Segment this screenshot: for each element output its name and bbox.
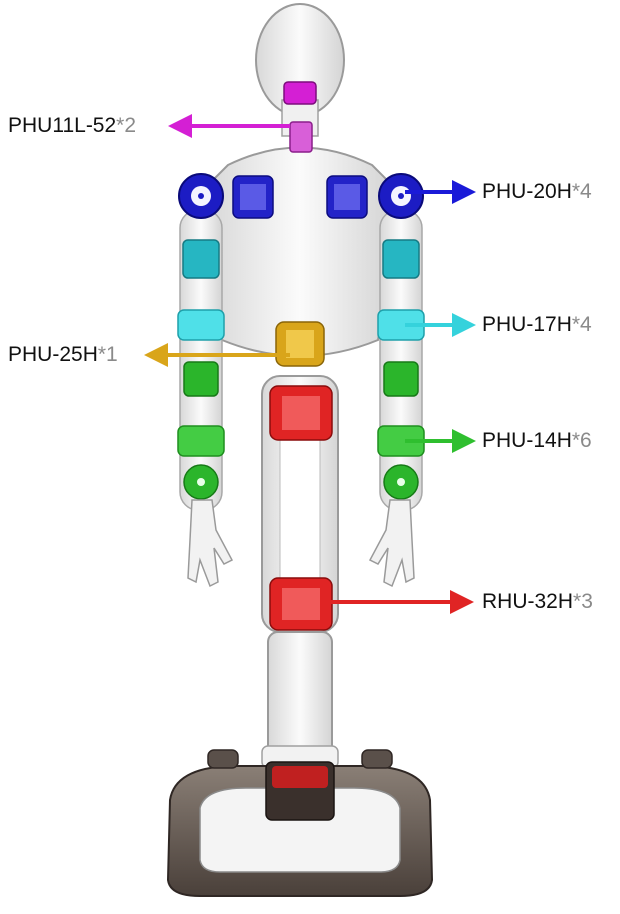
robot-left-arm	[177, 173, 234, 588]
robot-torso	[206, 146, 394, 357]
robot-right-arm	[368, 173, 425, 588]
arrow-elbow	[405, 429, 476, 453]
label-upperarm-qty: *4	[571, 313, 592, 336]
label-neck-qty: *2	[116, 114, 137, 137]
label-leg-code: RHU-32H	[482, 590, 574, 613]
arrow-leg	[320, 590, 474, 614]
label-elbow-code: PHU-14H	[482, 429, 572, 452]
label-upperarm: PHU-17H*4	[482, 313, 592, 337]
label-elbow-qty: *6	[571, 429, 592, 452]
label-shoulder: PHU-20H*4	[482, 180, 592, 204]
robot-leg-column	[261, 375, 339, 793]
label-elbow: PHU-14H*6	[482, 429, 592, 453]
robot-head	[255, 3, 345, 137]
arrow-shoulder	[405, 180, 476, 204]
label-waist-code: PHU-25H	[8, 343, 98, 366]
label-shoulder-code: PHU-20H	[482, 180, 572, 203]
robot-waist	[275, 321, 325, 367]
label-neck-code: PHU11L-52	[8, 114, 117, 137]
label-waist: PHU-25H*1	[8, 343, 118, 367]
robot-neck-actuator	[283, 81, 317, 153]
label-shoulder-qty: *4	[571, 180, 592, 203]
label-upperarm-code: PHU-17H	[482, 313, 572, 336]
arrow-waist	[144, 343, 290, 367]
robot-base	[166, 749, 434, 897]
arrow-neck	[168, 114, 290, 138]
label-neck: PHU11L-52*2	[8, 114, 136, 138]
arrow-upperarm	[405, 313, 476, 337]
label-leg: RHU-32H*3	[482, 590, 593, 614]
callout-arrows	[144, 114, 476, 614]
label-leg-qty: *3	[573, 590, 593, 613]
label-waist-qty: *1	[97, 343, 118, 366]
